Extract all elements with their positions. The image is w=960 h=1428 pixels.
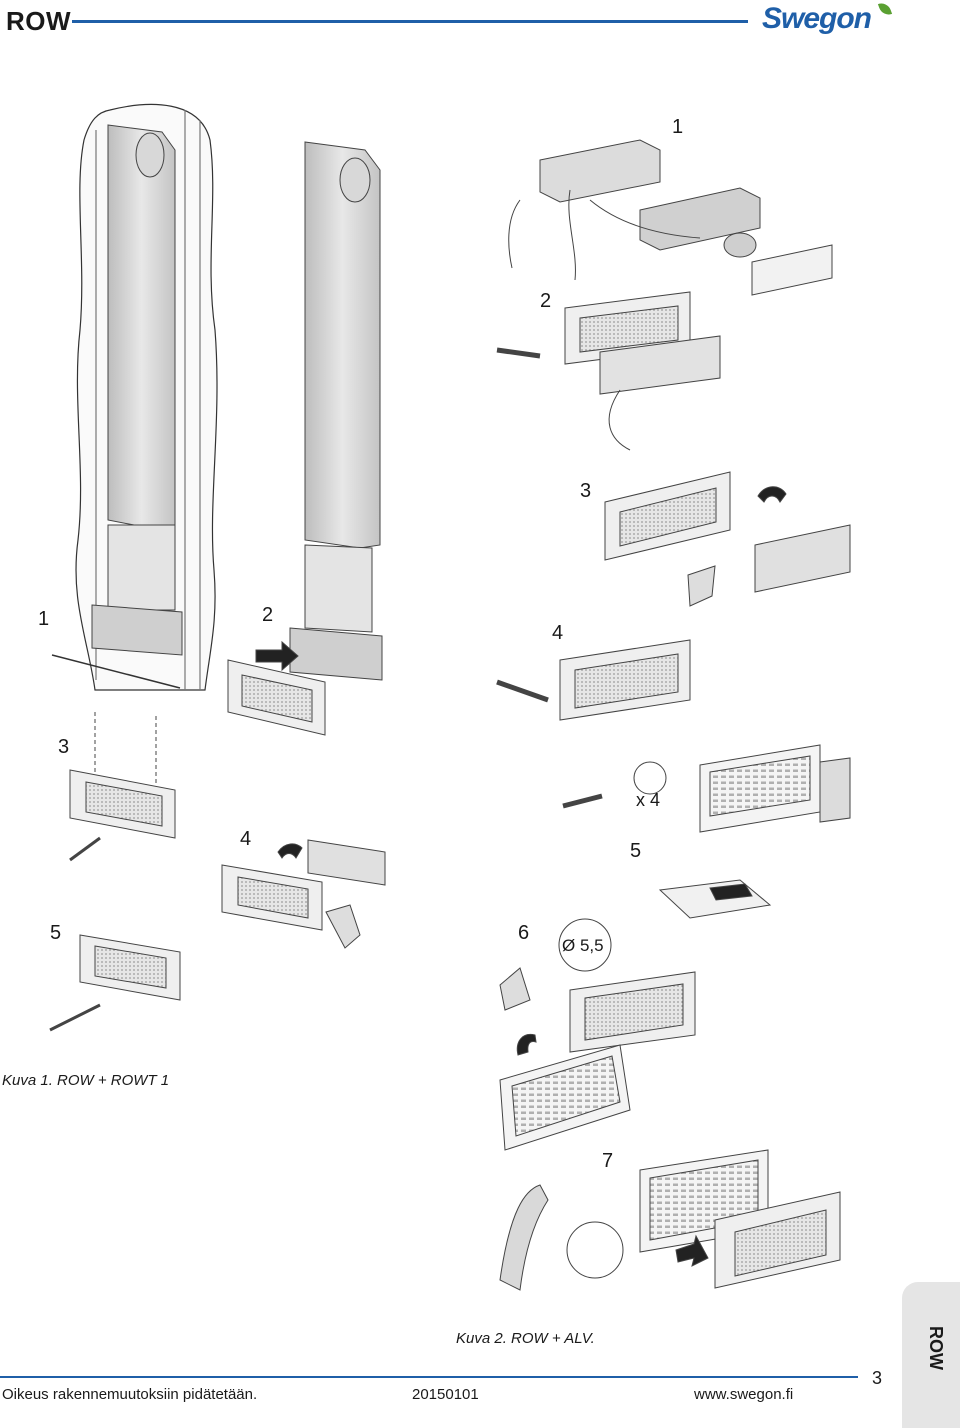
drill-size-label: Ø 5,5 [562,936,604,955]
fig1-step-3: 3 [58,736,70,758]
fig2-step-1: 1 [672,116,684,138]
fig2-step-2: 2 [540,290,552,312]
fig2-caption: Kuva 2. ROW + ALV. [456,1330,595,1347]
plenum-step5 [562,744,851,919]
page-title: ROW [6,6,72,36]
footer-rule [0,1376,858,1378]
fig1-step-5: 5 [50,922,62,944]
plenum-step3 [604,471,851,607]
footer-notice: Oikeus rakennemuutoksiin pidätetään. [2,1386,258,1403]
screw-count-label: x 4 [636,790,661,810]
duct-2 [289,141,383,681]
duct-1 [91,124,183,656]
logo-text: Swegon [762,2,872,35]
fig2-step-5: 5 [630,840,642,862]
fig1-step-4: 4 [240,828,252,850]
grille-step5 [49,934,181,1032]
fig2-step-4: 4 [552,622,564,644]
fig2-step-7: 7 [602,1150,614,1172]
section-tab: ROW [902,1282,960,1428]
grille-step3 [69,712,176,862]
fig1-step-2: 2 [262,604,274,626]
plenum-step6 [499,918,696,1151]
page-number: 3 [872,1368,883,1388]
grille-insert [227,640,326,736]
fig2-step-6: 6 [518,922,530,944]
footer-code: 20150101 [412,1386,479,1403]
plenum-step2 [496,291,721,451]
footer-url[interactable]: www.swegon.fi [694,1386,794,1403]
plenum-boxes [508,139,833,296]
swegon-logo: Swegon [762,0,893,42]
installation-illustration [49,103,851,1291]
grille-step4 [221,839,386,949]
section-tab-label: ROW [926,1326,946,1370]
fig1-caption: Kuva 1. ROW + ROWT 1 [2,1072,170,1089]
fig2-step-3: 3 [580,480,592,502]
plenum-step4 [496,639,691,721]
fig1-step-1: 1 [38,608,50,630]
plenum-step7 [499,1149,841,1291]
header-rule [72,20,748,23]
